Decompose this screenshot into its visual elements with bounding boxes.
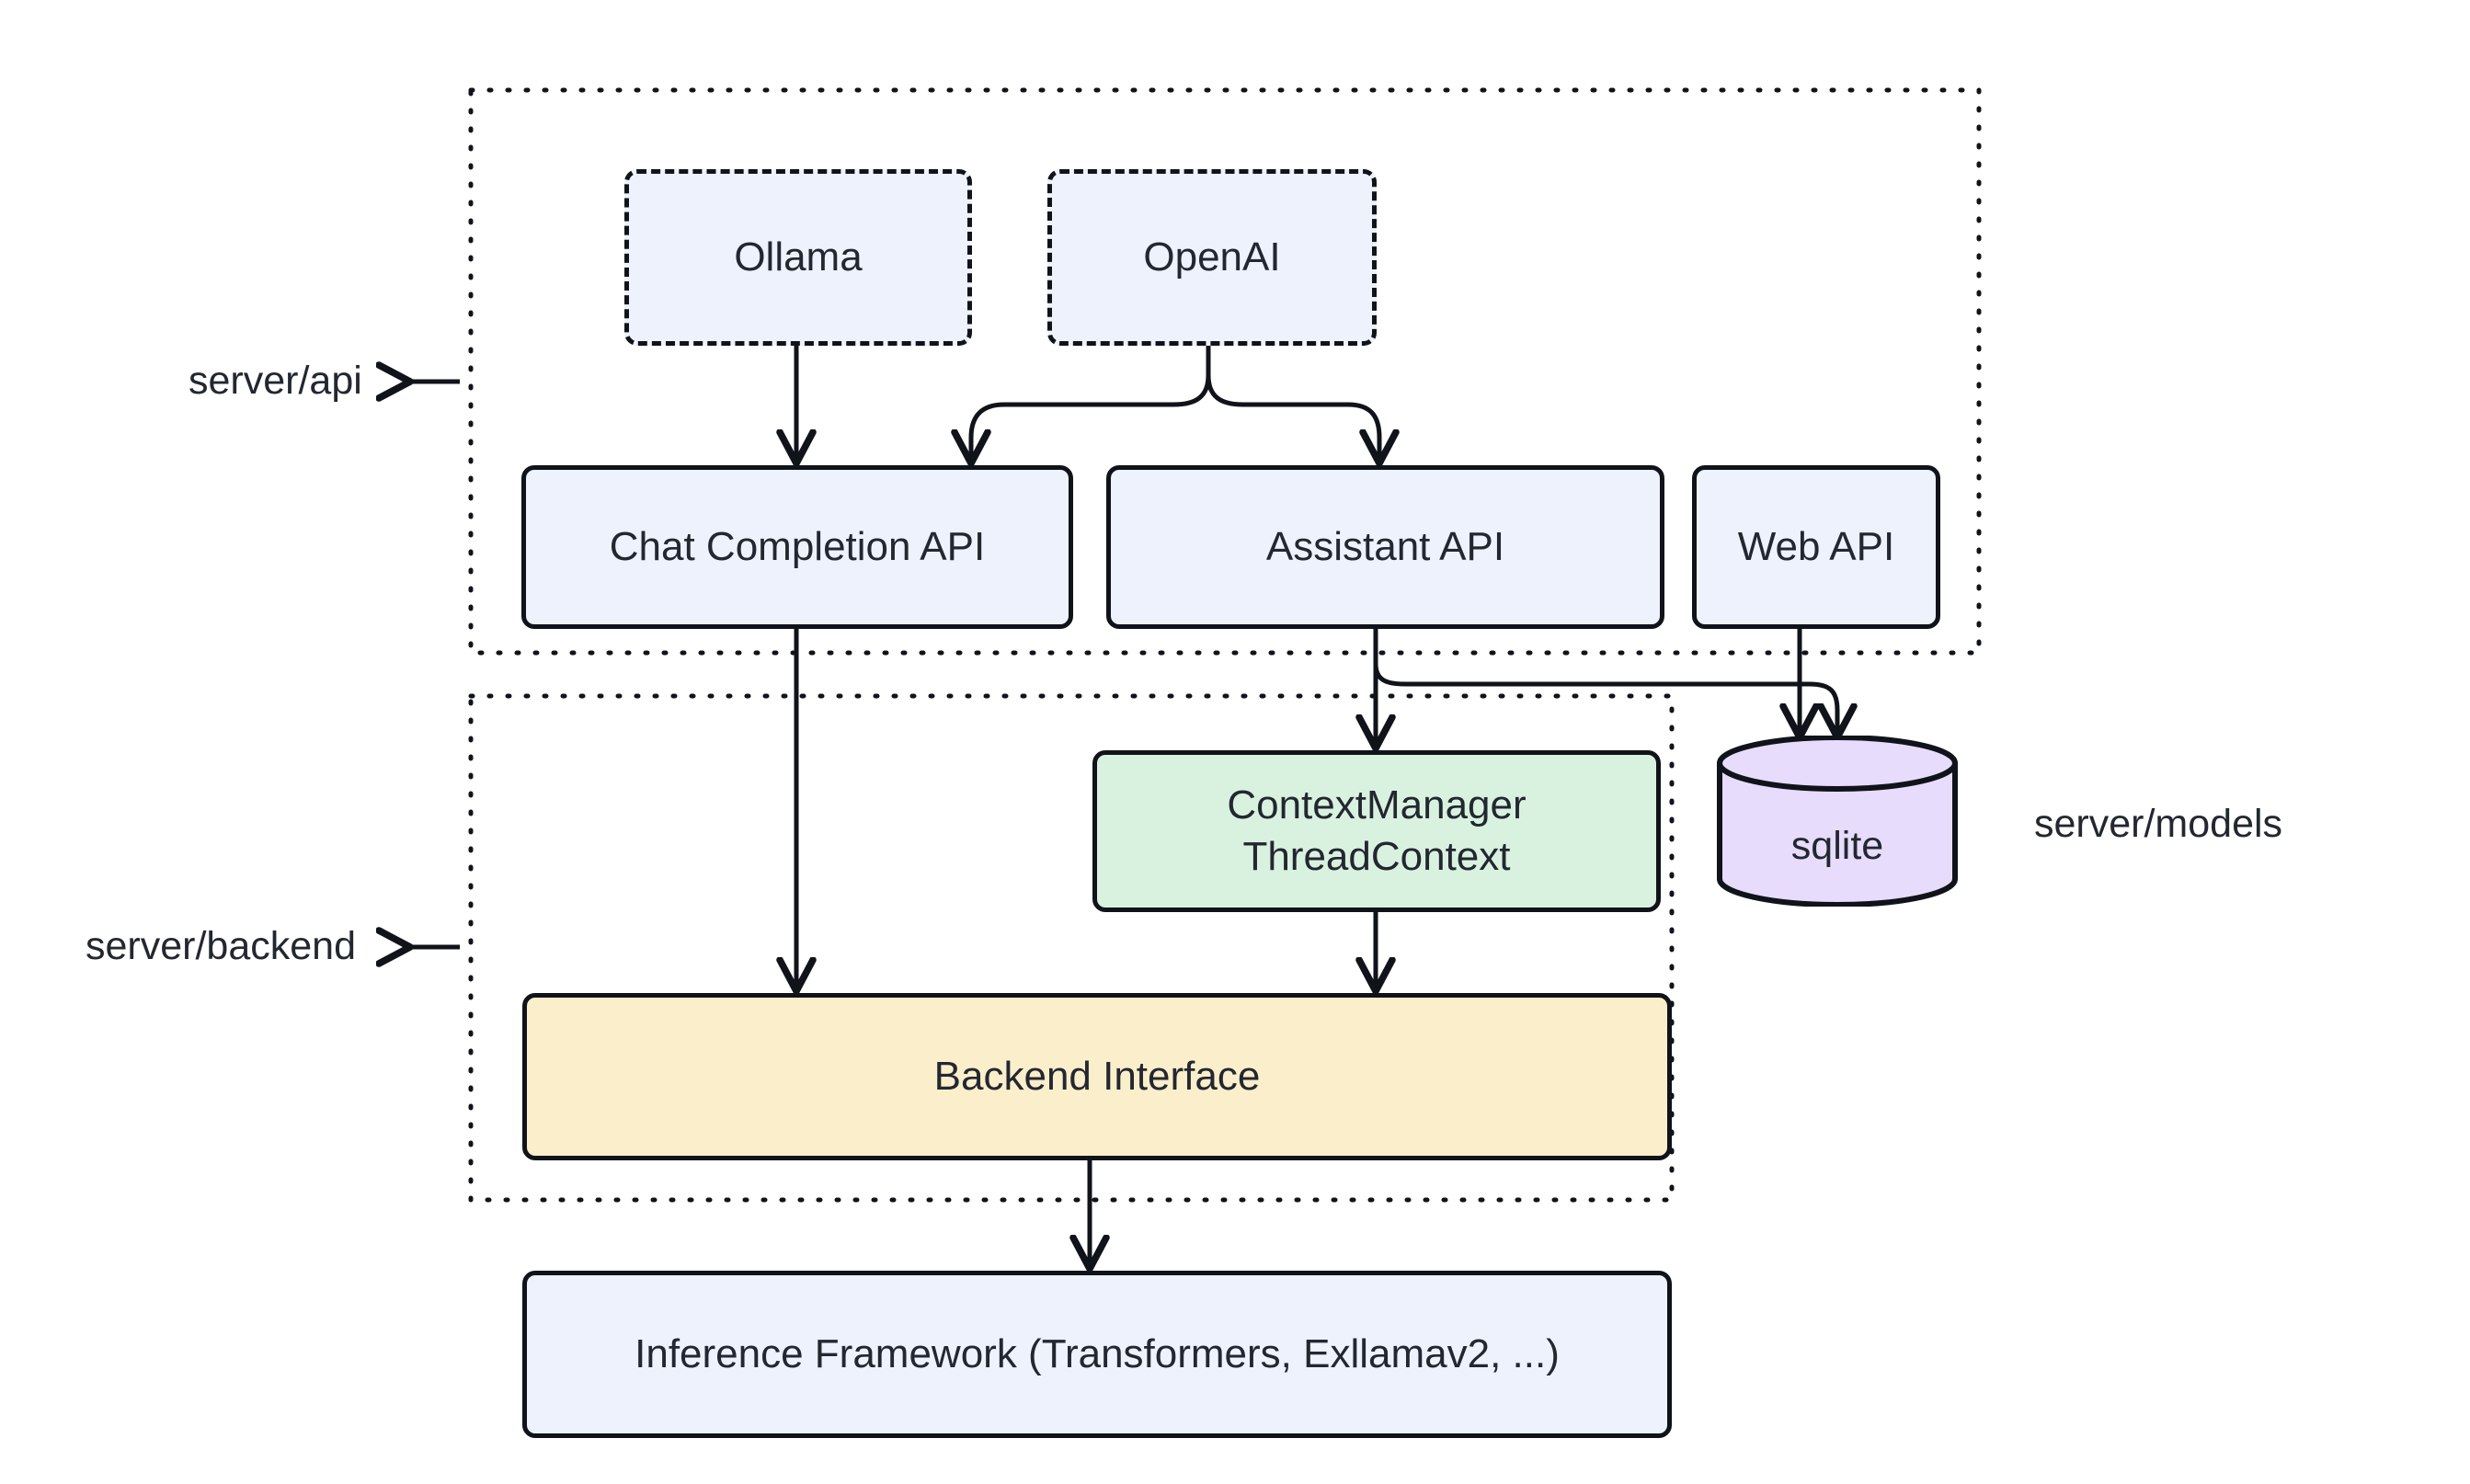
node-web-api-label: Web API — [1737, 523, 1895, 569]
node-context-manager[interactable]: ContextManager ThreadContext — [1092, 750, 1661, 912]
node-openai[interactable]: OpenAI — [1047, 169, 1377, 346]
group-label-server-backend: server/backend — [86, 924, 356, 968]
group-label-server-models: server/models — [2034, 802, 2283, 846]
node-inference-framework-label: Inference Framework (Transformers, Exlla… — [635, 1330, 1560, 1376]
edge-assistant-to-sqlite — [1373, 663, 1837, 732]
node-sqlite[interactable]: sqlite — [1712, 735, 1962, 908]
node-openai-label: OpenAI — [1143, 234, 1281, 280]
group-label-server-api: server/api — [189, 359, 362, 403]
node-ollama[interactable]: Ollama — [624, 169, 972, 346]
node-chat-completion-api-label: Chat Completion API — [609, 523, 986, 569]
node-chat-completion-api[interactable]: Chat Completion API — [521, 465, 1073, 629]
node-web-api[interactable]: Web API — [1692, 465, 1940, 629]
node-backend-interface-label: Backend Interface — [933, 1053, 1261, 1099]
edge-openai-to-assistant — [1206, 374, 1379, 458]
node-backend-interface[interactable]: Backend Interface — [522, 993, 1672, 1160]
node-inference-framework[interactable]: Inference Framework (Transformers, Exlla… — [522, 1271, 1672, 1438]
node-assistant-api[interactable]: Assistant API — [1106, 465, 1664, 629]
cylinder-icon — [1717, 735, 1958, 908]
node-context-manager-label: ContextManager ThreadContext — [1227, 782, 1527, 879]
node-ollama-label: Ollama — [734, 234, 863, 280]
edge-openai-to-chat — [971, 374, 1211, 458]
node-assistant-api-label: Assistant API — [1265, 523, 1505, 569]
